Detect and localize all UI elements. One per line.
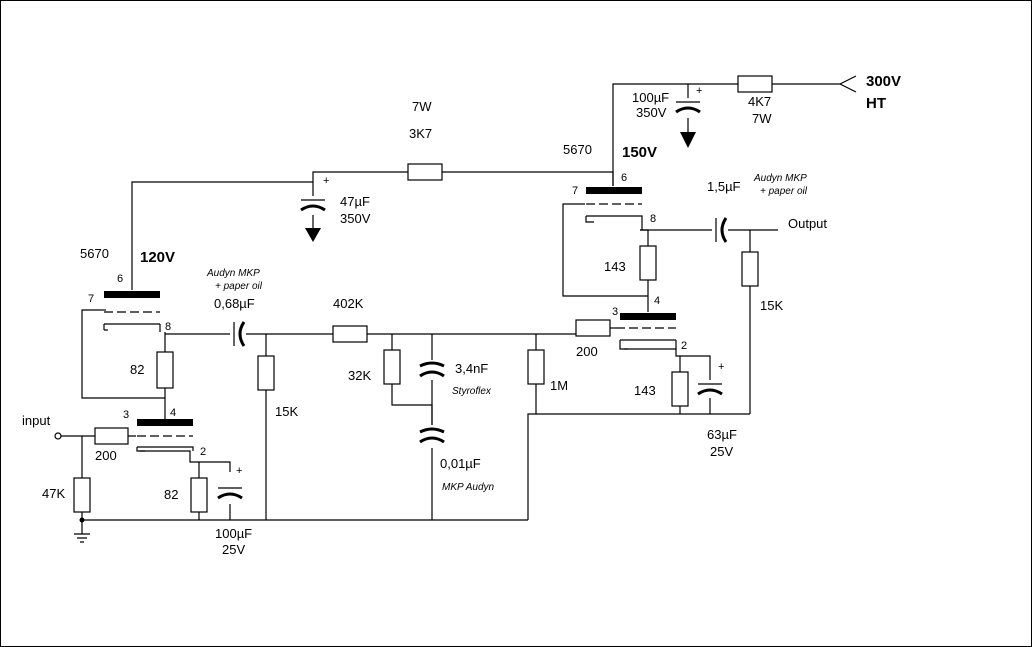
tube1-voltage: 120V xyxy=(140,249,175,266)
r-32k-label: 32K xyxy=(348,368,371,383)
r-3k7-label: 3K7 xyxy=(409,126,432,141)
input-terminal xyxy=(54,432,62,440)
resistor-32k xyxy=(383,349,401,385)
tube-stage2-lower xyxy=(616,313,677,350)
resistor-402k xyxy=(332,325,368,343)
c-068-note1: Audyn MKP xyxy=(206,268,260,279)
r-82-upper-label: 82 xyxy=(130,362,144,377)
t1l-pin2: 2 xyxy=(200,446,206,458)
r-200-grid2-label: 200 xyxy=(576,344,598,359)
c-100uf-ht-label: 100µF xyxy=(632,90,669,105)
capacitors xyxy=(217,101,728,500)
c-068-note2: + paper oil xyxy=(215,281,263,292)
r-1m-label: 1M xyxy=(550,378,568,393)
c-100uf-label: 100µF xyxy=(215,526,252,541)
resistor-200-input xyxy=(94,427,129,445)
tube-stage1-lower xyxy=(136,419,194,452)
resistor-47k xyxy=(73,477,91,513)
tube-stage1-upper xyxy=(100,291,161,332)
capacitor-47uf xyxy=(300,199,326,242)
t2u-pin7: 7 xyxy=(572,185,578,197)
c-47uf-voltage: 350V xyxy=(340,211,371,226)
c-100uf-voltage: 25V xyxy=(222,542,245,557)
c-47uf-label: 47µF xyxy=(340,194,370,209)
ground-node xyxy=(79,517,85,523)
c-63uf-voltage: 25V xyxy=(710,444,733,459)
t1u-pin8: 8 xyxy=(165,321,171,333)
c-63uf-label: 63µF xyxy=(707,427,737,442)
t2l-pin4: 4 xyxy=(654,295,660,307)
capacitor-3-4nf xyxy=(419,361,445,378)
supply-voltage: 300V xyxy=(866,73,901,90)
c-001-label: 0,01µF xyxy=(440,456,481,471)
r-15k-1-label: 15K xyxy=(275,404,298,419)
resistor-143-upper xyxy=(639,245,657,281)
plus-c100ht: + xyxy=(696,85,702,97)
r-15k-2-label: 15K xyxy=(760,298,783,313)
tube1-type: 5670 xyxy=(80,246,109,261)
r-143-upper-label: 143 xyxy=(604,259,626,274)
r-47k-label: 47K xyxy=(42,486,65,501)
resistor-1m xyxy=(527,349,545,385)
t2u-pin6: 6 xyxy=(621,172,627,184)
r-200-input-label: 200 xyxy=(95,448,117,463)
c-out-note2: + paper oil xyxy=(760,186,808,197)
r-3k7-watts: 7W xyxy=(412,99,432,114)
c-34nf-label: 3,4nF xyxy=(455,361,488,376)
capacitor-1-5uf xyxy=(715,217,728,243)
t1l-pin4: 4 xyxy=(170,407,176,419)
r-82-lower-label: 82 xyxy=(164,487,178,502)
r-402k-label: 402K xyxy=(333,296,364,311)
output-label: Output xyxy=(788,216,827,231)
resistor-82-lower xyxy=(190,477,208,513)
capacitor-068uf xyxy=(233,321,246,347)
resistor-15k-2 xyxy=(741,251,759,287)
supply-name: HT xyxy=(866,95,886,112)
resistor-200-grid2 xyxy=(575,319,611,337)
capacitor-0-01uf xyxy=(419,427,445,444)
resistor-15k-1 xyxy=(257,355,275,391)
capacitor-63uf xyxy=(697,383,723,396)
c-001-note: MKP Audyn xyxy=(442,482,494,493)
t2l-pin2: 2 xyxy=(681,340,687,352)
plus-c63: + xyxy=(718,361,724,373)
c-34nf-note: Styroflex xyxy=(452,386,492,397)
capacitor-100uf-350v xyxy=(675,101,701,148)
resistor-143-lower xyxy=(671,371,689,407)
r-4k7-watts: 7W xyxy=(752,111,772,126)
plus-c100: + xyxy=(236,465,242,477)
resistor-82-upper xyxy=(156,351,174,389)
tube2-voltage: 150V xyxy=(622,144,657,161)
t2u-pin8: 8 xyxy=(650,213,656,225)
t2l-pin3: 3 xyxy=(612,306,618,318)
labels: 300V HT 5670 120V 5670 150V input Output… xyxy=(22,73,901,557)
c-068-label: 0,68µF xyxy=(214,296,255,311)
r-4k7-label: 4K7 xyxy=(748,94,771,109)
input-label: input xyxy=(22,413,51,428)
t1u-pin6: 6 xyxy=(117,273,123,285)
tube2-type: 5670 xyxy=(563,142,592,157)
resistors xyxy=(73,75,773,513)
c-out-label: 1,5µF xyxy=(707,179,741,194)
t1u-pin7: 7 xyxy=(88,293,94,305)
resistor-4k7 xyxy=(737,75,773,93)
c-100uf-ht-voltage: 350V xyxy=(636,105,667,120)
wires xyxy=(60,75,857,543)
t1l-pin3: 3 xyxy=(123,409,129,421)
tube-stage2-upper xyxy=(585,187,643,230)
plus-c47: + xyxy=(323,175,329,187)
c-out-note1: Audyn MKP xyxy=(753,173,807,184)
r-143-lower-label: 143 xyxy=(634,383,656,398)
capacitor-100uf-25v xyxy=(217,487,243,500)
resistor-3k7 xyxy=(407,163,443,181)
